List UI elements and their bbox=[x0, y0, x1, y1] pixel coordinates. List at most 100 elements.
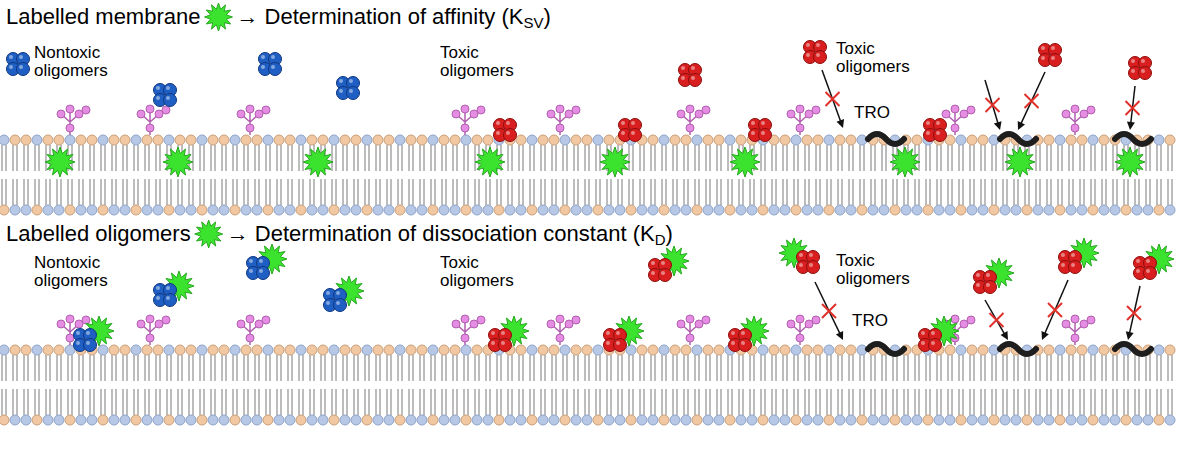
lipid-head bbox=[384, 205, 394, 215]
lipid-head bbox=[296, 415, 306, 425]
highlight bbox=[936, 121, 940, 125]
sugar bbox=[137, 320, 145, 328]
lipid-head bbox=[956, 415, 966, 425]
highlight bbox=[1131, 59, 1135, 63]
nontoxic-oligomer bbox=[7, 53, 30, 76]
highlight bbox=[506, 131, 510, 135]
sugar bbox=[812, 316, 820, 324]
highlight bbox=[936, 131, 940, 135]
lipid-head bbox=[285, 205, 295, 215]
lipid-head bbox=[538, 135, 548, 145]
ganglioside bbox=[677, 105, 710, 135]
lipid-head bbox=[604, 205, 614, 215]
lipid-head bbox=[648, 135, 658, 145]
ganglioside bbox=[1062, 315, 1095, 345]
fluorescent-label bbox=[984, 258, 1014, 288]
toxic-oligomer bbox=[919, 329, 942, 352]
lipid-head bbox=[351, 205, 361, 215]
lipid-head bbox=[703, 415, 713, 425]
lipid-head bbox=[549, 135, 559, 145]
lipid-head bbox=[32, 205, 42, 215]
highlight bbox=[166, 86, 170, 90]
highlight bbox=[751, 121, 755, 125]
lipid-head bbox=[263, 205, 273, 215]
nontoxic-oligomer bbox=[154, 84, 177, 107]
monomer bbox=[499, 339, 512, 352]
lipid-head bbox=[87, 415, 97, 425]
lipid-head bbox=[1088, 345, 1098, 355]
lipid-head bbox=[1132, 415, 1142, 425]
lipid-head bbox=[318, 205, 328, 215]
lipid-head bbox=[120, 345, 130, 355]
lipid-head bbox=[802, 135, 812, 145]
red-cross bbox=[1127, 306, 1141, 320]
lipid-head bbox=[21, 345, 31, 355]
red-cross bbox=[1048, 303, 1062, 317]
lipid-head bbox=[54, 345, 64, 355]
lipid-head bbox=[439, 135, 449, 145]
lipid-head bbox=[945, 345, 955, 355]
sugar bbox=[82, 106, 90, 114]
lipid-head bbox=[32, 415, 42, 425]
sugar bbox=[967, 106, 975, 114]
fluorescent-label bbox=[614, 316, 644, 346]
blocked-arrow bbox=[815, 282, 843, 340]
fluorescent-label bbox=[163, 147, 193, 177]
sugar bbox=[677, 110, 685, 118]
blocked-arrow bbox=[1042, 280, 1068, 340]
fluorescent-label bbox=[739, 316, 769, 346]
lipid-head bbox=[1055, 345, 1065, 355]
sugar bbox=[1062, 110, 1070, 118]
lipid-head bbox=[1121, 205, 1131, 215]
lipid-head bbox=[1121, 415, 1131, 425]
lipid-head bbox=[1022, 205, 1032, 215]
highlight bbox=[931, 341, 935, 345]
lipid-head bbox=[439, 205, 449, 215]
highlight bbox=[166, 296, 170, 300]
highlight bbox=[9, 65, 13, 69]
arrow-head bbox=[1018, 121, 1025, 130]
lipid-head bbox=[670, 135, 680, 145]
tro-molecule bbox=[1000, 134, 1036, 144]
arrow-line bbox=[1021, 72, 1045, 125]
sugar bbox=[967, 316, 975, 324]
lipid-head bbox=[758, 415, 768, 425]
lipid-head bbox=[527, 205, 537, 215]
lipid-head bbox=[164, 205, 174, 215]
highlight bbox=[751, 131, 755, 135]
lipid-head bbox=[538, 415, 548, 425]
heading-text: Labelled oligomers bbox=[6, 222, 191, 245]
lipid-head bbox=[1154, 345, 1164, 355]
lipid-head bbox=[54, 205, 64, 215]
lipid-head bbox=[571, 135, 581, 145]
highlight bbox=[76, 341, 80, 345]
lipid-head bbox=[417, 415, 427, 425]
lipid-head bbox=[714, 345, 724, 355]
monomer bbox=[164, 294, 177, 307]
lipid-head bbox=[186, 205, 196, 215]
lipid-head bbox=[351, 345, 361, 355]
sugar bbox=[246, 124, 254, 132]
lipid-head bbox=[373, 205, 383, 215]
lipid-head bbox=[494, 415, 504, 425]
lipid-head bbox=[780, 345, 790, 355]
lipid-head bbox=[637, 415, 647, 425]
lipid-head bbox=[65, 205, 75, 215]
lipid-head bbox=[329, 345, 339, 355]
lipid-head bbox=[1143, 415, 1153, 425]
toxic-oligomer bbox=[489, 329, 512, 352]
lipid-head bbox=[637, 345, 647, 355]
monomer bbox=[504, 129, 517, 142]
highlight bbox=[921, 341, 925, 345]
ganglioside bbox=[237, 105, 270, 135]
sugar bbox=[1071, 334, 1079, 342]
sugar bbox=[262, 316, 270, 324]
sugar bbox=[1071, 315, 1079, 323]
sugar bbox=[66, 124, 74, 132]
highlight bbox=[86, 341, 90, 345]
highlight bbox=[741, 341, 745, 345]
ganglioside bbox=[137, 315, 170, 345]
lipid-head bbox=[813, 205, 823, 215]
lipid-head bbox=[846, 345, 856, 355]
sugar bbox=[237, 320, 245, 328]
